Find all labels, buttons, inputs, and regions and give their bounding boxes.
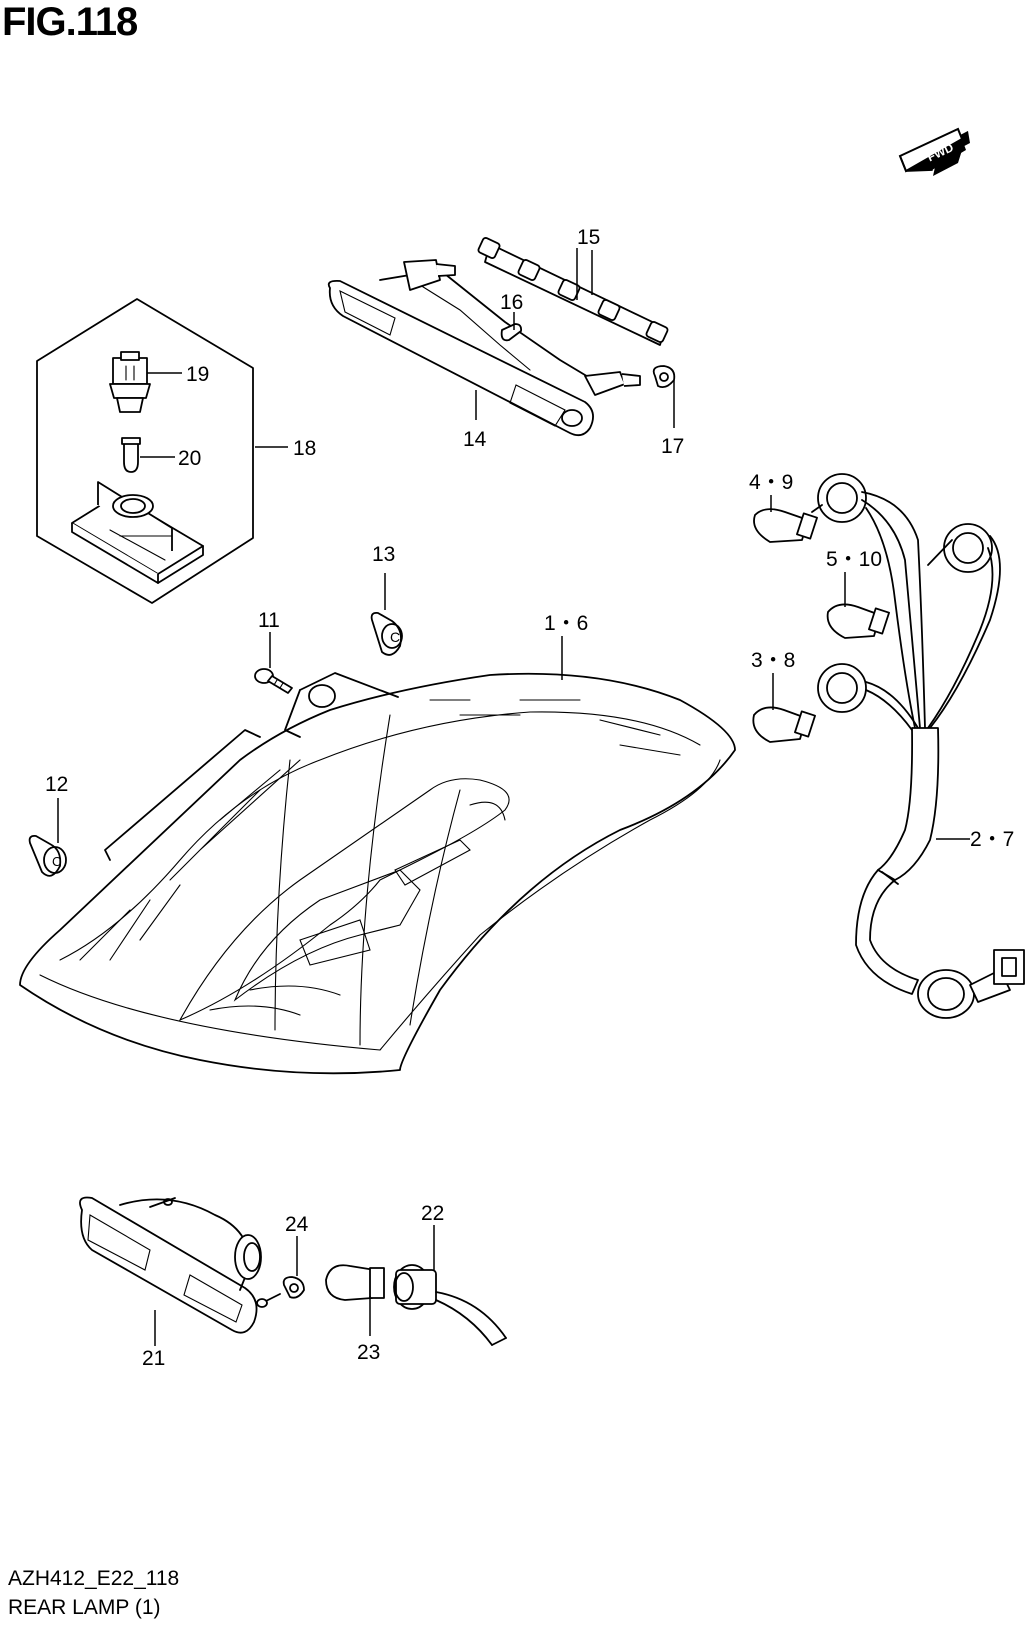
callout-14: 14	[463, 428, 487, 451]
callout-13: 13	[372, 543, 395, 566]
socket-19-icon	[109, 351, 151, 413]
bulb-4-9-icon	[753, 508, 818, 543]
screw-11-icon	[254, 668, 293, 694]
callout-22: 22	[421, 1202, 444, 1225]
callout-18: 18	[293, 437, 316, 460]
wiring-harness-icon	[811, 473, 1025, 1019]
leader-lines	[57, 250, 970, 1346]
callout-2-7: 2・7	[970, 828, 1014, 851]
license-lamp-housing-icon	[71, 481, 204, 584]
callout-23: 23	[357, 1341, 380, 1364]
bulb-20-icon	[121, 437, 141, 473]
callout-21: 21	[142, 1347, 165, 1370]
rear-combination-lamp-icon	[19, 672, 736, 1075]
figure-title: FIG.118	[2, 0, 138, 44]
nut-24-icon	[282, 1276, 305, 1299]
bulb-16-icon	[500, 323, 523, 342]
diagram-code: AZH412_E22_118	[8, 1567, 180, 1590]
callout-12: 12	[45, 773, 68, 796]
bulb-holder-15-icon	[477, 237, 669, 346]
clip-12-icon: C	[28, 834, 67, 877]
high-mount-lamp-14-icon	[327, 259, 641, 437]
bulb-5-10-icon	[826, 603, 890, 639]
callout-11: 11	[258, 609, 280, 632]
socket-lower-icon	[817, 663, 867, 713]
bulb-3-8-icon	[752, 706, 816, 743]
socket-upper-icon	[811, 473, 867, 523]
svg-text:C: C	[390, 629, 400, 645]
socket-middle-icon	[943, 523, 993, 573]
bulb-23-icon	[325, 1264, 385, 1301]
license-lamp-inset	[36, 298, 254, 604]
callout-15: 15	[577, 226, 600, 249]
nut-17-icon	[652, 365, 676, 389]
forward-arrow-icon: FWD	[898, 127, 970, 176]
socket-22-icon	[393, 1264, 507, 1346]
svg-text:C: C	[52, 854, 61, 869]
callout-20: 20	[178, 447, 201, 470]
clip-13-icon: C	[370, 611, 403, 656]
callout-4-9: 4・9	[749, 471, 793, 494]
callout-3-8: 3・8	[751, 649, 795, 672]
callout-1-6: 1・6	[544, 612, 588, 635]
callout-24: 24	[285, 1213, 309, 1236]
callout-16: 16	[500, 291, 523, 314]
diagram-name: REAR LAMP (1)	[8, 1596, 161, 1619]
callout-19: 19	[186, 363, 209, 386]
side-marker-lamp-21-icon	[79, 1196, 281, 1334]
callout-5-10: 5・10	[826, 548, 882, 571]
callout-17: 17	[661, 435, 684, 458]
